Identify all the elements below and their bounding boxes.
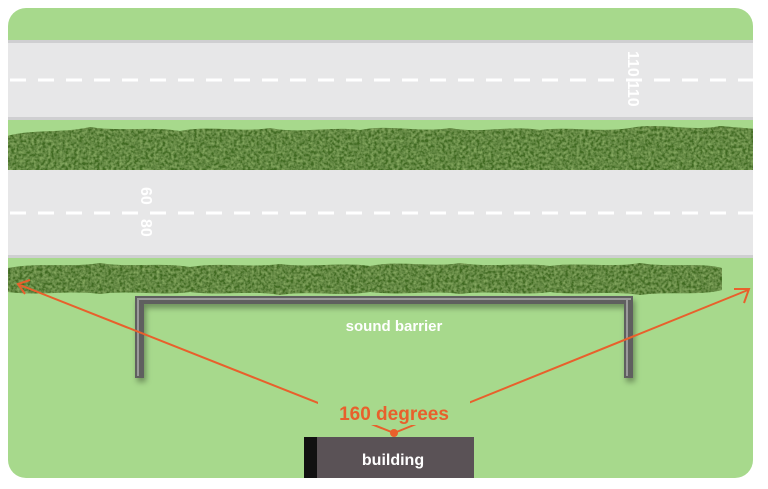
angle-label: 160 degrees <box>339 404 449 425</box>
building-label: building <box>362 452 424 469</box>
viewpoint-dot <box>390 429 398 437</box>
sound-barrier-label: sound barrier <box>346 318 443 335</box>
lower-hedge <box>8 263 722 295</box>
sound-barrier <box>135 296 633 378</box>
upper-marking-first: 110 <box>624 51 641 77</box>
building <box>304 437 474 478</box>
lower-road-marking-upper: 60 <box>137 187 154 205</box>
upper-road-marking: 110110 <box>624 51 641 107</box>
lower-road-marking-lower: 80 <box>137 219 154 237</box>
upper-hedge <box>8 126 753 176</box>
upper-marking-second: 110 <box>624 81 641 107</box>
